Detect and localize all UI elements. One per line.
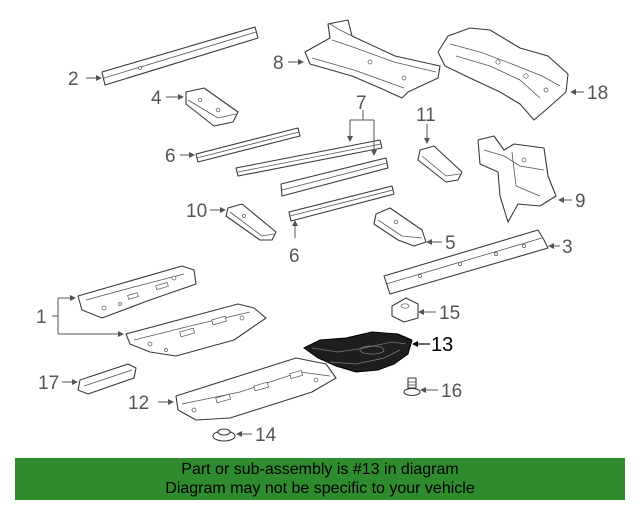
callout-11: 11 (416, 105, 436, 144)
part-4-bracket[interactable] (185, 87, 239, 127)
callout-7-label: 7 (356, 93, 367, 114)
callout-10: 10 (186, 201, 226, 222)
callout-18: 18 (570, 83, 608, 104)
part-6-lower-rocker[interactable] (288, 185, 395, 222)
callout-9-label: 9 (575, 191, 586, 212)
banner-line-2: Diagram may not be specific to your vehi… (165, 480, 475, 497)
part-2-rail[interactable] (101, 26, 259, 86)
callout-5-label: 5 (445, 233, 456, 254)
part-17-bracket[interactable] (77, 363, 137, 395)
callout-11-label: 11 (416, 105, 436, 126)
part-11-bracket[interactable] (417, 145, 463, 183)
callout-7: 7 (347, 93, 377, 156)
callout-10-label: 10 (186, 201, 207, 222)
callout-6b-label: 6 (289, 246, 300, 267)
callout-16: 16 (420, 381, 462, 402)
part-3-side-rail[interactable] (383, 229, 549, 295)
callout-1-label: 1 (36, 307, 47, 328)
callout-12: 12 (128, 393, 174, 414)
part-1-lower-floor-pan[interactable] (125, 303, 267, 357)
part-7-upper-sill[interactable] (235, 139, 383, 177)
callout-14: 14 (236, 425, 277, 446)
callout-6a-label: 6 (165, 146, 176, 167)
callout-14-label: 14 (255, 425, 277, 446)
callout-15: 15 (418, 303, 460, 324)
callout-4-label: 4 (151, 88, 162, 109)
callout-6-upper: 6 (165, 146, 195, 167)
part-16-bolt[interactable] (403, 377, 421, 397)
part-15-mount[interactable] (391, 297, 419, 323)
callout-18-label: 18 (587, 83, 608, 104)
callout-16-label: 16 (441, 381, 462, 402)
part-6-upper-rocker[interactable] (195, 127, 301, 163)
callout-4: 4 (151, 88, 184, 109)
callout-2: 2 (68, 69, 102, 90)
part-8-crossmember[interactable] (304, 19, 441, 99)
callout-17: 17 (38, 373, 78, 394)
part-13-splash-shield[interactable] (303, 331, 413, 373)
callout-1: 1 (36, 295, 124, 337)
callout-15-label: 15 (439, 303, 460, 324)
callout-8: 8 (273, 53, 304, 74)
part-9-pillar[interactable] (477, 135, 557, 223)
callout-6-lower: 6 (289, 220, 300, 267)
part-7-lower-sill[interactable] (280, 157, 389, 197)
part-5-bracket[interactable] (373, 207, 427, 247)
part-14-grommet[interactable] (212, 428, 236, 442)
callout-13-label: 13 (431, 334, 453, 356)
callout-3-label: 3 (562, 237, 573, 258)
callout-5: 5 (426, 233, 456, 254)
callout-9: 9 (558, 191, 586, 212)
info-banner: Part or sub-assembly is #13 in diagram D… (15, 458, 625, 500)
callout-3: 3 (548, 237, 573, 258)
parts-diagram: 2 4 8 18 (36, 19, 608, 446)
callout-2-label: 2 (68, 69, 79, 90)
part-18-rear-floor[interactable] (437, 27, 569, 121)
banner-line-1: Part or sub-assembly is #13 in diagram (181, 461, 459, 478)
part-12-floor-tray[interactable] (175, 357, 337, 421)
part-1-upper-floor-pan[interactable] (77, 265, 197, 319)
callout-8-label: 8 (273, 53, 284, 74)
callout-17-label: 17 (38, 373, 59, 394)
callout-12-label: 12 (128, 393, 149, 414)
callout-13: 13 (412, 334, 453, 356)
part-10-bracket[interactable] (225, 203, 277, 241)
